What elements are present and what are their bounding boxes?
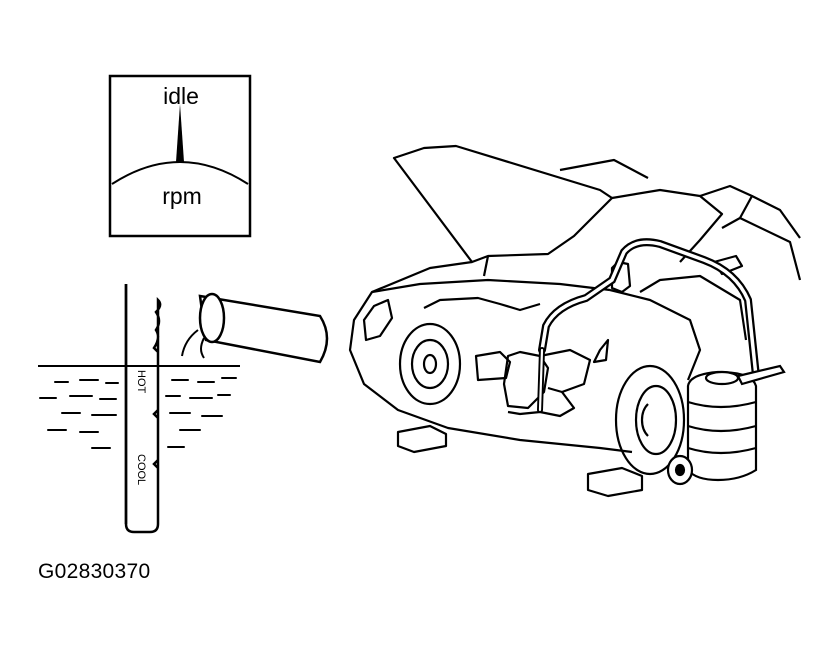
car-rear-wheel (614, 364, 686, 476)
gauge-rpm-label: rpm (162, 183, 202, 209)
cup-body (198, 294, 329, 364)
tank-handle (736, 364, 786, 386)
car-windshield (611, 188, 724, 263)
figure-id-label: G02830370 (38, 560, 151, 583)
gauge-idle-label: idle (163, 83, 199, 109)
car-hood (392, 144, 614, 264)
coolant-hose (537, 238, 760, 413)
water-bath (38, 365, 240, 449)
car-front-body (348, 260, 633, 454)
pouring-cup (181, 292, 329, 364)
car-jack-stand-rear (586, 466, 644, 498)
gauge-needle (176, 104, 184, 162)
thermometer-cool-label: COOL (135, 454, 147, 485)
car-illustration (348, 144, 802, 498)
car-engine-bay (423, 296, 541, 312)
car-jack-stand-front (396, 424, 448, 454)
car-fender (609, 288, 702, 381)
car-front-brake-disc (398, 322, 462, 406)
thermometer-tube (124, 284, 162, 534)
cup-rim (198, 292, 226, 344)
pour-stream (181, 329, 205, 359)
thermometer-hot-label: HOT (135, 370, 147, 394)
water-ripples (39, 377, 237, 449)
thermometer: HOT COOL (124, 284, 162, 534)
gauge-arc (111, 161, 249, 185)
tachometer-gauge: idle rpm (108, 74, 252, 238)
tank-body (686, 370, 758, 482)
coolant-tank (666, 364, 786, 486)
